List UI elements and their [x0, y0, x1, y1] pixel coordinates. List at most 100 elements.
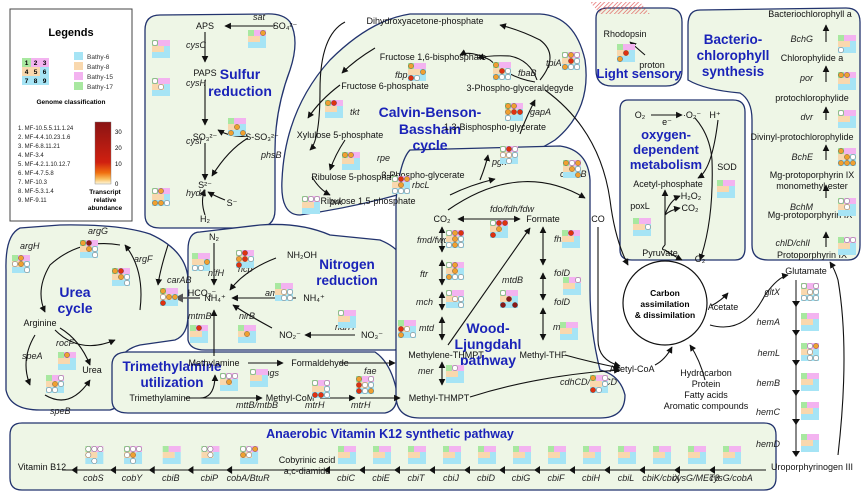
b12-glyph-cbiP: [201, 446, 220, 464]
expression-dot: [807, 295, 813, 301]
title-tma-2: utilization: [141, 375, 204, 390]
expression-dot: [130, 458, 136, 464]
expression-glyph-hemL: [801, 343, 819, 361]
metabolite-F6P: Fructose 6-phosphate: [341, 81, 429, 91]
expression-dot: [602, 381, 608, 387]
legend-group-label: Bathy-17: [87, 84, 113, 91]
title-nitrogen-1: Nitrogen: [319, 257, 375, 272]
expression-glyph-fdo: [490, 220, 508, 238]
expression-dot: [152, 40, 158, 46]
metabolite-NH2OH: NH₂OH: [287, 250, 317, 260]
metabolite-NO2: NO₂⁻: [279, 330, 301, 340]
expression-dot: [112, 268, 118, 274]
expression-dot: [813, 355, 819, 361]
expression-glyph-tpiA: [562, 52, 580, 70]
legend-grid-cell: [22, 76, 31, 85]
expression-dot: [392, 188, 398, 194]
b12-glyph-cbiK/cbiX: [653, 446, 671, 464]
legend-grid-number: 8: [34, 78, 38, 85]
expression-dot: [404, 188, 410, 194]
expression-dot: [152, 78, 158, 84]
title-calvin-3: cycle: [412, 137, 447, 153]
expression-dot: [24, 267, 30, 273]
metabolite-proton: proton: [639, 60, 665, 70]
expression-dot: [12, 261, 18, 267]
expression-dot: [562, 52, 568, 58]
expression-dot: [368, 388, 374, 394]
expression-dot: [324, 386, 330, 392]
gene-b12-step: cbiC: [337, 473, 356, 483]
expression-dot: [500, 302, 506, 308]
title-carbon-2: assimilation: [640, 299, 689, 309]
expression-dot: [356, 388, 362, 394]
gene-speA: speA: [22, 351, 43, 361]
gene-por: por: [799, 73, 814, 83]
expression-glyph-hcp: [236, 250, 254, 268]
expression-glyph-por: [838, 72, 856, 90]
metabolite-CO2: CO₂: [434, 214, 452, 224]
metabolite-AcP: Acetyl-phosphate: [633, 179, 703, 189]
expression-dot: [368, 376, 374, 382]
metabolite-Trimethylamine: Trimethylamine: [129, 393, 190, 403]
legend-group-label: Bathy-8: [87, 64, 110, 71]
b12-glyph-cbiJ: [443, 446, 461, 464]
metabolite-Chla: Chlorophylide a: [781, 53, 844, 63]
metabolite-Hplus: H⁺: [709, 110, 720, 120]
expression-glyph-rbcL: [392, 176, 410, 194]
region-b12: [9, 422, 777, 491]
expression-dot: [244, 331, 250, 337]
metabolite-cobyrinic: Cobyrinic acid: [279, 455, 336, 465]
gene-mgs: mgs: [262, 368, 280, 378]
legend-grid-number: 1: [25, 60, 29, 67]
expression-glyph-cdhCD: [590, 375, 608, 393]
legend-grid-number: 9: [43, 78, 47, 85]
gene-tpiA: tpiA: [546, 58, 562, 68]
expression-dot: [493, 62, 499, 68]
expression-glyph-gapA: [505, 103, 523, 121]
legend-genome-item: 3. MF-6.8.11.21: [18, 144, 61, 150]
metabolite-Pchlide: protochlorophylide: [775, 93, 849, 103]
gene-cysI: cysI: [186, 136, 203, 146]
gene-mtrH2: mtrH: [351, 400, 371, 410]
expression-dot: [398, 326, 404, 332]
metabolite-Formate: Formate: [526, 214, 560, 224]
expression-dot: [226, 373, 232, 379]
b12-glyph-cysG/cobA: [723, 446, 741, 464]
b12-glyph-cbiE: [373, 446, 391, 464]
gene-hemC: hemC: [756, 407, 781, 417]
expression-dot: [124, 452, 130, 458]
expression-dot: [240, 446, 246, 452]
expression-dot: [596, 387, 602, 393]
expression-glyph-phsB: [228, 118, 246, 136]
metabolite-Urea: Urea: [82, 365, 102, 375]
region-bchl: [687, 7, 861, 261]
metabolite-SOD: SOD: [717, 162, 737, 172]
expression-dot: [331, 100, 337, 106]
expression-dot: [490, 220, 496, 226]
gene-amt: amt: [265, 288, 281, 298]
expression-dot: [201, 446, 208, 452]
expression-dot: [499, 68, 505, 74]
expression-glyph-rocF: [58, 352, 76, 370]
expression-glyph-poxL: [633, 218, 651, 236]
legend-group-swatch: [74, 72, 83, 80]
expression-dot: [246, 446, 252, 452]
b12-glyph-cbiG: [513, 446, 531, 464]
expression-dot: [158, 84, 164, 90]
legend-genome-item: 1. MF-10.5.5.11.1.24: [18, 126, 74, 132]
expression-dot: [801, 295, 807, 301]
expression-dot: [452, 365, 458, 371]
expression-glyph-hemD: [801, 434, 819, 452]
expression-glyph-speB: [46, 375, 64, 393]
gene-fhs: fhs: [554, 234, 567, 244]
expression-dot: [838, 148, 844, 154]
expression-dot: [844, 160, 850, 166]
title-sulfur-reduction-1: Sulfur: [220, 66, 261, 82]
expression-dot: [500, 152, 506, 158]
expression-glyph-hemC: [801, 402, 819, 420]
gene-b12-step: cbiB: [162, 473, 180, 483]
legend-grid-number: 2: [34, 60, 38, 67]
title-wood-3: pathway: [460, 352, 516, 368]
expression-dot: [569, 160, 575, 166]
metabolite-DHAP: Dihydroxyacetone-phosphate: [366, 16, 483, 26]
